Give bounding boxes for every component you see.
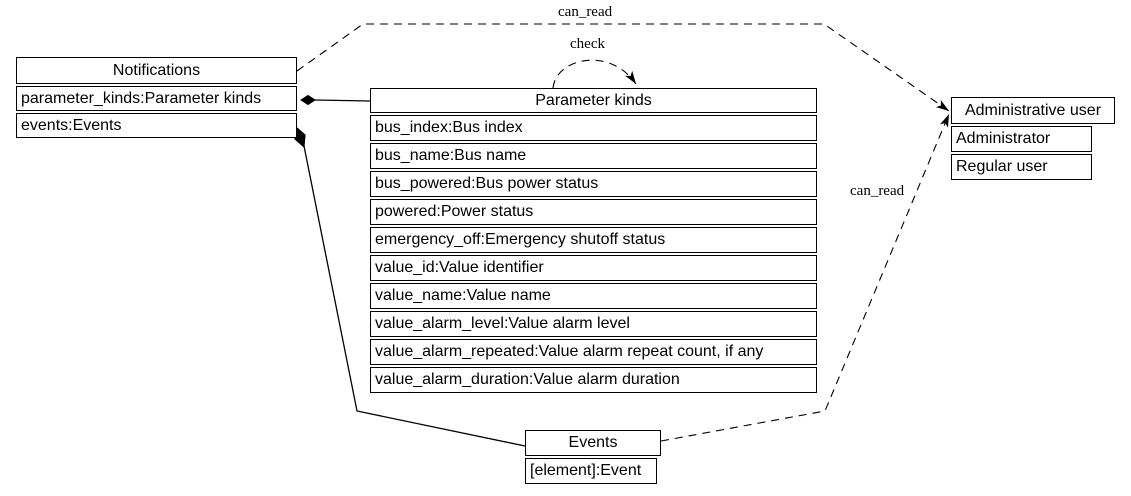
node-parameter-kinds-row: value_alarm_level:Value alarm level — [370, 311, 817, 337]
node-notifications-title: Notifications — [16, 57, 297, 84]
node-parameter-kinds-title: Parameter kinds — [370, 88, 817, 113]
node-events-title: Events — [525, 430, 661, 456]
edge-notifications-events — [303, 145, 526, 447]
node-parameter-kinds-row: bus_powered:Bus power status — [370, 171, 817, 197]
node-notifications-row-parameter-kinds: parameter_kinds:Parameter kinds — [16, 86, 297, 111]
node-admin-user-title: Administrative user — [951, 97, 1115, 124]
node-parameter-kinds-row: powered:Power status — [370, 199, 817, 225]
node-parameter-kinds-row: value_alarm_duration:Value alarm duratio… — [370, 367, 817, 393]
composition-diamond-parameter-kinds — [300, 94, 316, 106]
node-parameter-kinds-row: value_alarm_repeated:Value alarm repeat … — [370, 339, 817, 365]
node-parameter-kinds-row: value_id:Value identifier — [370, 255, 817, 281]
edge-events-admin-can-read — [660, 113, 950, 442]
node-parameter-kinds-row: bus_name:Bus name — [370, 143, 817, 169]
node-events-row-element: [element]:Event — [525, 458, 657, 484]
edge-check-self-loop — [552, 59, 637, 89]
edge-notifications-admin-can-read — [296, 23, 950, 112]
node-notifications-row-events: events:Events — [16, 113, 297, 138]
node-parameter-kinds-row: value_name:Value name — [370, 283, 817, 309]
node-admin-user-row-administrator: Administrator — [951, 126, 1092, 152]
edge-label-can-read-top: can_read — [558, 4, 613, 20]
edge-label-check: check — [570, 36, 605, 52]
edge-notifications-parameter-kinds — [314, 99, 371, 102]
node-parameter-kinds-row: bus_index:Bus index — [370, 115, 817, 141]
edge-label-can-read-right: can_read — [850, 183, 905, 199]
node-admin-user-row-regular-user: Regular user — [951, 154, 1092, 180]
node-parameter-kinds-row: emergency_off:Emergency shutoff status — [370, 227, 817, 253]
